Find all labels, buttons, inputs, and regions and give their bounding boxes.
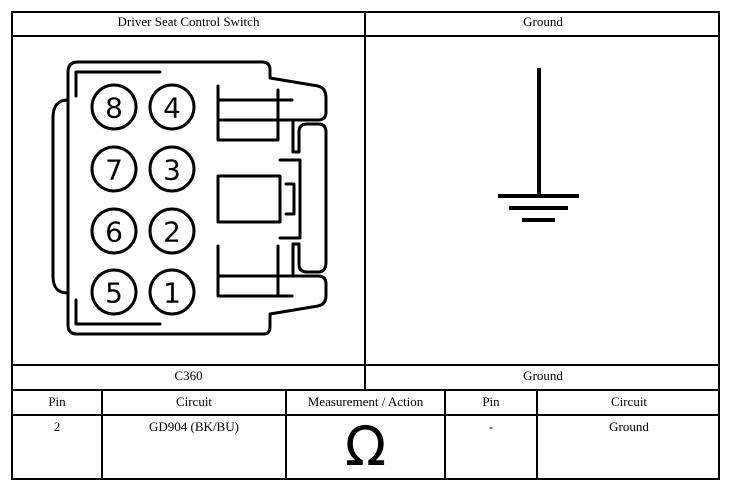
pin-label-1: 1 [163, 277, 181, 310]
table-cell-pin: 2 [53, 419, 61, 434]
pin-6-circle [90, 207, 138, 255]
connector-title: Driver Seat Control Switch [117, 14, 260, 29]
col-divider-4 [536, 389, 538, 480]
connector-center-lock [216, 158, 302, 240]
center-divider [364, 11, 366, 390]
connector-upper-slot [216, 84, 294, 142]
ground-label: Ground [523, 368, 563, 383]
ground-title: Ground [523, 14, 563, 29]
connector-left-latch [51, 98, 70, 295]
pin-5-circle [90, 268, 138, 316]
table-header-divider [11, 414, 720, 416]
label-divider [11, 389, 720, 391]
col-divider-2 [285, 389, 287, 480]
connector-lower-slot [216, 244, 294, 298]
ohm-symbol-icon: Ω [344, 415, 387, 478]
pin-8-circle [90, 83, 138, 131]
pin-3-circle [148, 145, 196, 193]
col-divider-3 [444, 389, 446, 480]
pin-label-4: 4 [163, 92, 181, 125]
table-cell-circuit-2: Ground [609, 419, 649, 434]
pin-4-circle [148, 83, 196, 131]
connector-id-label: C360 [174, 368, 203, 383]
table-header-measurement: Measurement / Action [307, 394, 424, 409]
pin-2-circle [148, 207, 196, 255]
connector-bottom-guide [74, 298, 162, 326]
table-header-pin: Pin [48, 394, 66, 409]
pin-1-circle [148, 268, 196, 316]
connector-body-outline [66, 60, 328, 336]
pin-7-circle [90, 145, 138, 193]
pin-label-3: 3 [163, 154, 181, 187]
col-divider-1 [101, 389, 103, 480]
pin-label-2: 2 [163, 216, 181, 249]
pin-label-5: 5 [105, 277, 123, 310]
table-cell-pin-2: - [488, 419, 494, 434]
table-header-pin-2: Pin [482, 394, 500, 409]
table-cell-circuit: GD904 (BK/BU) [149, 419, 239, 434]
table-header-circuit-2: Circuit [610, 394, 648, 409]
pin-label-6: 6 [105, 216, 123, 249]
pin-label-7: 7 [105, 154, 123, 187]
connector-top-guide [74, 70, 162, 98]
pin-label-8: 8 [105, 92, 123, 125]
table-header-circuit: Circuit [175, 394, 213, 409]
